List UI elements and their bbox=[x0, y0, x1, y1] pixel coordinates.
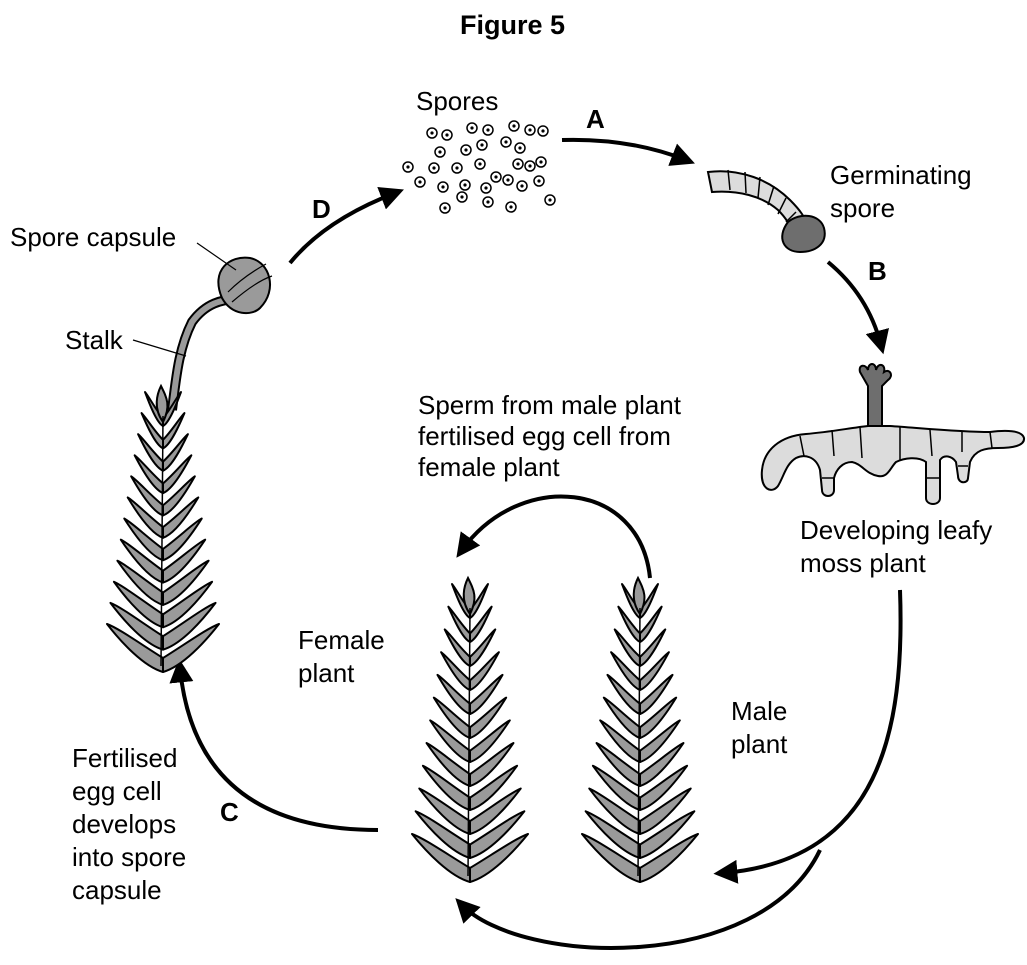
spore-nucleus bbox=[470, 126, 473, 129]
fertilisation-note-line3: female plant bbox=[418, 452, 560, 482]
spore-nucleus bbox=[438, 150, 441, 153]
spore-capsule-label: Spore capsule bbox=[10, 222, 176, 252]
spore-nucleus bbox=[432, 166, 435, 169]
spore-nucleus bbox=[537, 179, 540, 182]
arrow-a bbox=[562, 140, 686, 160]
stalk-label: Stalk bbox=[65, 325, 123, 355]
moss-stem-line bbox=[638, 608, 640, 876]
spore-nucleus bbox=[406, 165, 409, 168]
spore-nucleus bbox=[512, 124, 515, 127]
spore-nucleus bbox=[464, 148, 467, 151]
spore-nucleus bbox=[528, 164, 531, 167]
spore-capsule-leader-line bbox=[197, 243, 236, 270]
male-plant-illustration bbox=[582, 578, 698, 882]
sporophyte-leafy-base bbox=[107, 386, 219, 672]
male-plant-label-line2: plant bbox=[731, 729, 787, 759]
developing-plant-label-line1: Developing leafy bbox=[800, 515, 992, 545]
spore-nucleus bbox=[478, 162, 481, 165]
step-c-label: C bbox=[220, 797, 239, 827]
arrow-c bbox=[180, 668, 378, 830]
female-plant-label-line2: plant bbox=[298, 658, 354, 688]
spore-nucleus bbox=[516, 162, 519, 165]
germinating-spore-label-line2: spore bbox=[830, 193, 895, 223]
spore-nucleus bbox=[484, 186, 487, 189]
male-plant-label-line1: Male bbox=[731, 696, 787, 726]
moss-stem-line bbox=[468, 608, 470, 876]
figure-title: Figure 5 bbox=[460, 10, 565, 40]
spore-nucleus bbox=[455, 166, 458, 169]
sporophyte-plant-illustration bbox=[133, 243, 272, 410]
spores-label: Spores bbox=[416, 86, 498, 116]
step-b-label: B bbox=[868, 256, 887, 286]
spore-nucleus bbox=[494, 175, 497, 178]
spore-nucleus bbox=[504, 140, 507, 143]
spore-nucleus bbox=[460, 195, 463, 198]
arrow-fertilisation bbox=[462, 496, 650, 578]
spore-nucleus bbox=[486, 128, 489, 131]
spore-nucleus bbox=[445, 133, 448, 136]
spore-nucleus bbox=[480, 143, 483, 146]
step-d-label: D bbox=[312, 194, 331, 224]
capsule-note-line1: Fertilised bbox=[72, 743, 177, 773]
arrow-d bbox=[290, 193, 395, 263]
step-a-label: A bbox=[586, 104, 605, 134]
spore-nucleus bbox=[518, 146, 521, 149]
spore-nucleus bbox=[528, 128, 531, 131]
spore-nucleus bbox=[486, 200, 489, 203]
germinating-spore-label-line1: Germinating bbox=[830, 160, 972, 190]
spores-cluster bbox=[403, 121, 555, 213]
capsule-note-line3: develops bbox=[72, 809, 176, 839]
spore-nucleus bbox=[463, 183, 466, 186]
spore-nucleus bbox=[443, 206, 446, 209]
capsule-note-line4: into spore bbox=[72, 842, 186, 872]
spore-nucleus bbox=[509, 205, 512, 208]
germinating-spore-illustration bbox=[708, 170, 825, 252]
spore-nucleus bbox=[539, 160, 542, 163]
fertilisation-note-line2: fertilised egg cell from bbox=[418, 421, 671, 451]
spore-nucleus bbox=[506, 178, 509, 181]
spore-nucleus bbox=[520, 184, 523, 187]
spore-nucleus bbox=[548, 198, 551, 201]
female-plant-illustration bbox=[412, 578, 528, 882]
female-plant-label-line1: Female bbox=[298, 625, 385, 655]
spore-nucleus bbox=[418, 180, 421, 183]
capsule-note-line5: capsule bbox=[72, 875, 162, 905]
developing-plant-label-line2: moss plant bbox=[800, 548, 926, 578]
capsule-note-line2: egg cell bbox=[72, 776, 162, 806]
fertilisation-note-line1: Sperm from male plant bbox=[418, 390, 681, 420]
spore-nucleus bbox=[441, 185, 444, 188]
spore-nucleus bbox=[430, 131, 433, 134]
spore-nucleus bbox=[541, 129, 544, 132]
developing-moss-plant-illustration bbox=[762, 364, 1024, 504]
moss-stem-line bbox=[161, 416, 163, 666]
